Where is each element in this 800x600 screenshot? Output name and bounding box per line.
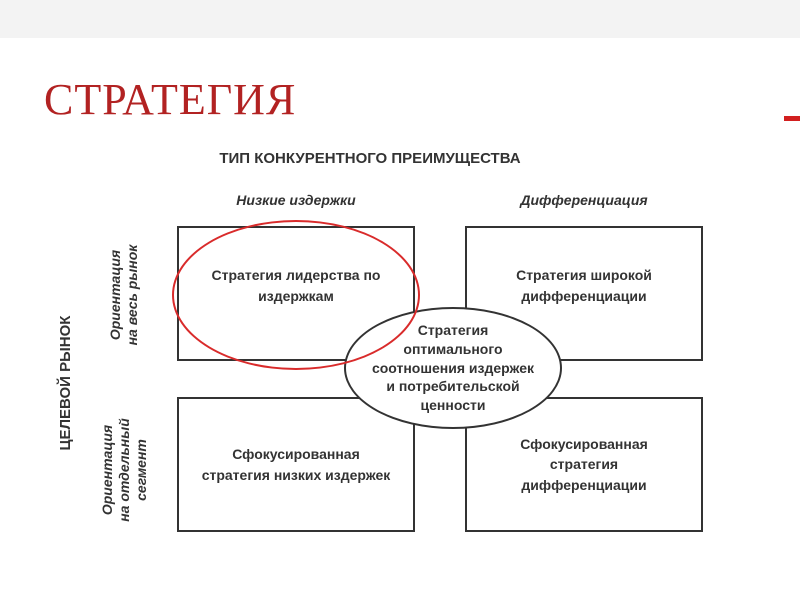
quadrant-focused-differentiation: Сфокусированная стратегия дифференциации xyxy=(465,397,703,532)
quadrant-text-line: стратегия низких издержек xyxy=(201,466,391,483)
row-label-whole-market: Ориентация на весь рынок xyxy=(107,225,147,365)
center-text-line: Стратегия xyxy=(417,321,489,338)
quadrant-text-line: дифференциации xyxy=(521,476,647,493)
quadrant-text-line: Сфокусированная xyxy=(520,436,648,453)
row-axis-label: ЦЕЛЕВОЙ РЫНОК xyxy=(57,315,74,451)
center-text-line: соотношения издержек xyxy=(371,359,535,376)
row-label-line: сегмент xyxy=(132,439,149,501)
row-label-line: на отдельный xyxy=(115,418,132,522)
diagram-header: ТИП КОНКУРЕНТНОГО ПРЕИМУЩЕСТВА xyxy=(219,150,521,167)
row-label-line: Ориентация xyxy=(107,249,123,341)
center-text-line: оптимального xyxy=(403,340,503,357)
column-label-low-costs: Низкие издержки xyxy=(236,192,356,208)
row-label-line: на весь рынок xyxy=(123,244,140,346)
center-text-line: ценности xyxy=(420,397,486,414)
quadrant-broad-differentiation: Стратегия широкой дифференциации xyxy=(465,226,703,361)
top-frame-band xyxy=(0,0,800,38)
quadrant-text-line: Сфокусированная xyxy=(232,446,360,463)
slide-title: СТРАТЕГИЯ xyxy=(44,75,297,124)
quadrant-text-line: дифференциации xyxy=(521,287,647,304)
column-label-differentiation: Дифференциация xyxy=(520,192,648,208)
accent-bar xyxy=(784,116,800,121)
center-ellipse-best-cost: Стратегия оптимального соотношения издер… xyxy=(344,307,562,429)
quadrant-focused-low-cost: Сфокусированная стратегия низких издерже… xyxy=(177,397,415,532)
center-text-line: и потребительской xyxy=(386,378,520,395)
row-label-line: Ориентация xyxy=(99,424,115,516)
red-highlight-circle xyxy=(172,220,420,370)
quadrant-text-line: стратегия xyxy=(549,456,619,473)
row-label-segment: Ориентация на отдельный сегмент xyxy=(99,395,155,545)
quadrant-text-line: Стратегия широкой xyxy=(516,267,652,284)
